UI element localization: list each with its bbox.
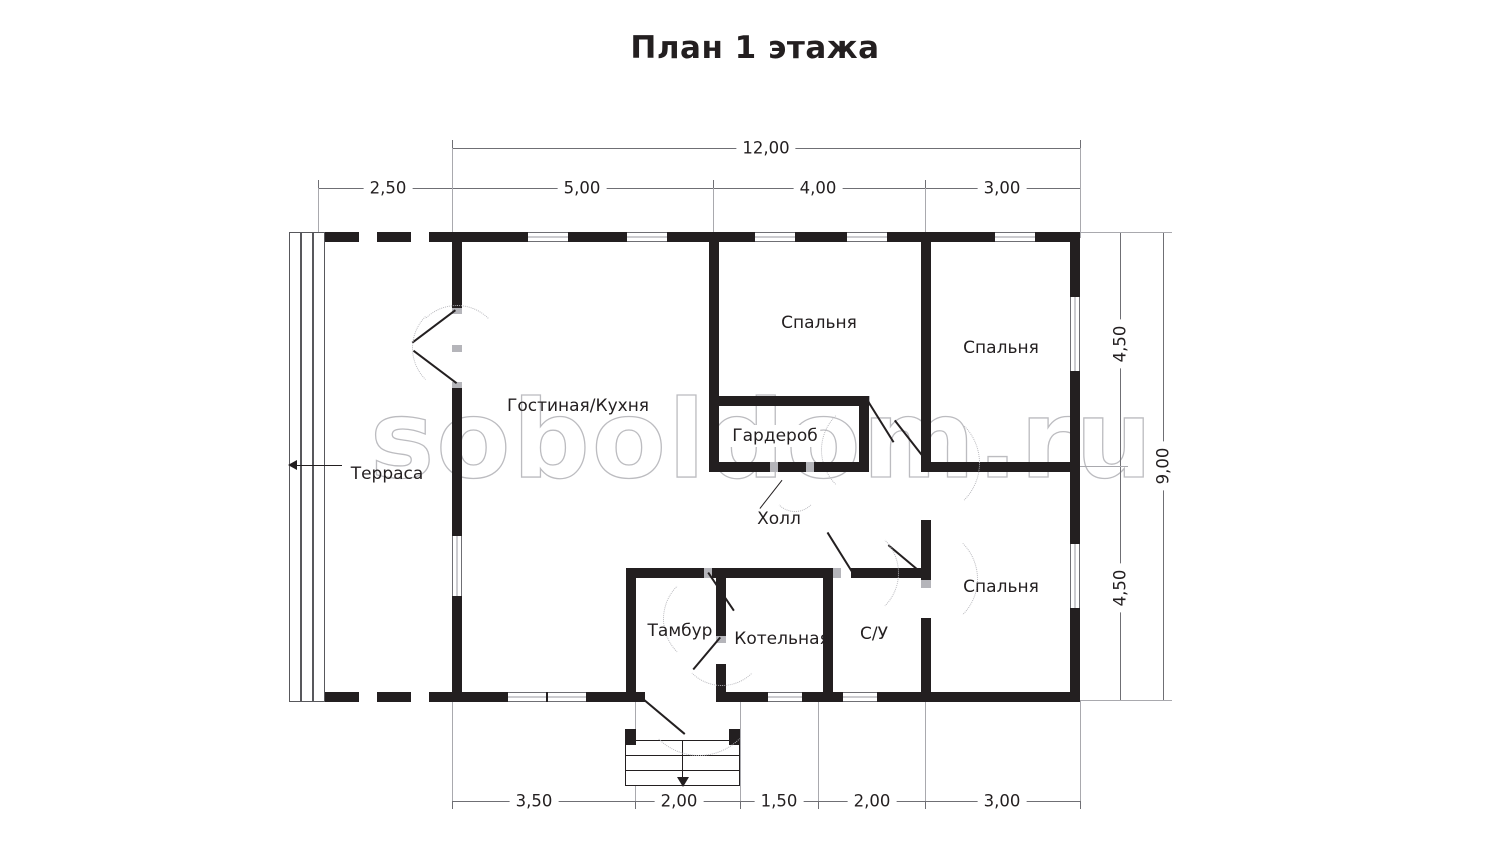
window-top-1 bbox=[528, 232, 568, 242]
bathroom-door-swing bbox=[805, 526, 899, 620]
window-top-3 bbox=[755, 232, 795, 242]
dim-top-2-50: 2,50 bbox=[363, 178, 413, 198]
bedroom2-door-swing bbox=[874, 410, 980, 516]
interior-wall-wardrobe-right bbox=[859, 396, 869, 472]
interior-wall-wardrobe-top bbox=[709, 396, 869, 406]
tambour-hall-door-swing bbox=[663, 572, 757, 666]
dim-ext-line bbox=[452, 148, 453, 238]
dim-top-5-00: 5,00 bbox=[557, 178, 607, 198]
dim-right-4-50-upper: 4,50 bbox=[1110, 319, 1130, 369]
terrace-railing-inner bbox=[313, 232, 325, 702]
window-top-4 bbox=[847, 232, 887, 242]
interior-wall-wardrobe-left bbox=[709, 400, 719, 468]
room-label-bathroom: С/У bbox=[860, 624, 888, 644]
interior-wall-boiler-bathroom bbox=[823, 568, 833, 702]
dim-ext-line bbox=[925, 188, 926, 236]
dim-tick bbox=[635, 793, 636, 809]
terrace-top-wall-dashed bbox=[325, 232, 452, 242]
dim-top-3-00: 3,00 bbox=[977, 178, 1027, 198]
dim-top-4-00: 4,00 bbox=[793, 178, 843, 198]
dim-bottom-2-00-a: 2,00 bbox=[654, 791, 704, 811]
interior-wall-tambour-left bbox=[626, 568, 636, 702]
dim-bottom-1-50: 1,50 bbox=[754, 791, 804, 811]
room-label-wardrobe: Гардероб bbox=[729, 425, 821, 447]
dim-ext-line bbox=[1080, 700, 1081, 801]
dim-ext-line bbox=[318, 188, 319, 236]
terrace-bottom-wall-dashed bbox=[325, 692, 452, 702]
dim-bottom-2-00-b: 2,00 bbox=[847, 791, 897, 811]
window-top-5 bbox=[995, 232, 1035, 242]
dim-bottom-3-00: 3,00 bbox=[977, 791, 1027, 811]
stair-direction-arrow bbox=[677, 777, 689, 787]
room-label-bedroom-3: Спальня bbox=[963, 577, 1039, 597]
room-label-terrace: Терраса bbox=[350, 464, 424, 484]
exterior-wall-bottom bbox=[452, 692, 1080, 702]
terrace-railing-middle bbox=[301, 232, 313, 702]
dim-right-overall-label: 9,00 bbox=[1153, 441, 1173, 491]
dim-ext-line bbox=[1080, 466, 1128, 467]
door-jamb bbox=[770, 462, 778, 472]
dim-top-chain-line bbox=[318, 188, 1080, 189]
terrace-exit-arrow-head bbox=[288, 460, 297, 470]
room-label-hall: Холл bbox=[757, 509, 801, 529]
dim-tick bbox=[452, 793, 453, 809]
exterior-wall-left bbox=[452, 232, 462, 702]
terrace-door-swing-lower bbox=[412, 305, 502, 395]
door-jamb bbox=[806, 462, 814, 472]
interior-wall-tambour-top bbox=[626, 568, 724, 578]
bedroom3-door-swing bbox=[876, 528, 978, 630]
window-left-2 bbox=[452, 566, 462, 596]
dim-right-4-50-lower: 4,50 bbox=[1110, 563, 1130, 613]
page-title: План 1 этажа bbox=[630, 30, 880, 66]
dim-ext-line bbox=[925, 700, 926, 801]
window-bottom-1 bbox=[508, 692, 546, 702]
room-label-living-kitchen: Гостиная/Кухня bbox=[506, 396, 650, 416]
dim-ext-line bbox=[740, 700, 741, 801]
interior-wall-boiler-top bbox=[726, 568, 841, 578]
interior-wall-living-bedroom1 bbox=[709, 232, 719, 400]
interior-wall-bedroom1-bedroom2 bbox=[921, 232, 931, 404]
window-bottom-2 bbox=[548, 692, 586, 702]
stair-center-line bbox=[682, 740, 683, 786]
interior-wall-bedroom2-bedroom3 bbox=[921, 462, 1080, 472]
wardrobe-door-swing bbox=[772, 466, 818, 512]
room-label-boiler: Котельная bbox=[734, 629, 830, 649]
bedroom1-door-swing bbox=[821, 401, 919, 499]
room-label-bedroom-2: Спальня bbox=[963, 338, 1039, 358]
dim-top-overall-label: 12,00 bbox=[736, 138, 796, 158]
dim-tick bbox=[1080, 793, 1081, 809]
window-bottom-3 bbox=[768, 692, 802, 702]
dim-bottom-3-50: 3,50 bbox=[509, 791, 559, 811]
window-top-2 bbox=[627, 232, 667, 242]
dim-tick bbox=[925, 793, 926, 809]
window-bottom-4 bbox=[843, 692, 877, 702]
dim-tick bbox=[818, 793, 819, 809]
dim-ext-line bbox=[1080, 148, 1081, 238]
terrace-exit-arrow-line bbox=[292, 465, 342, 466]
stair-post-left bbox=[625, 729, 636, 745]
dim-ext-line bbox=[1080, 700, 1172, 701]
window-right-2 bbox=[1070, 334, 1080, 371]
dim-ext-line bbox=[713, 188, 714, 236]
window-right-1 bbox=[1070, 297, 1080, 334]
dim-ext-line bbox=[452, 700, 453, 801]
interior-wall-hall-right-bottom bbox=[921, 618, 931, 702]
room-label-bedroom-1: Спальня bbox=[781, 313, 857, 333]
window-left-1 bbox=[452, 536, 462, 566]
window-right-4 bbox=[1070, 576, 1080, 608]
dim-ext-line bbox=[1080, 232, 1172, 233]
dim-ext-line bbox=[818, 700, 819, 801]
room-label-tambour: Тамбур bbox=[647, 621, 713, 641]
dim-tick bbox=[740, 793, 741, 809]
entrance-door-swing bbox=[641, 640, 757, 756]
window-right-3 bbox=[1070, 544, 1080, 576]
